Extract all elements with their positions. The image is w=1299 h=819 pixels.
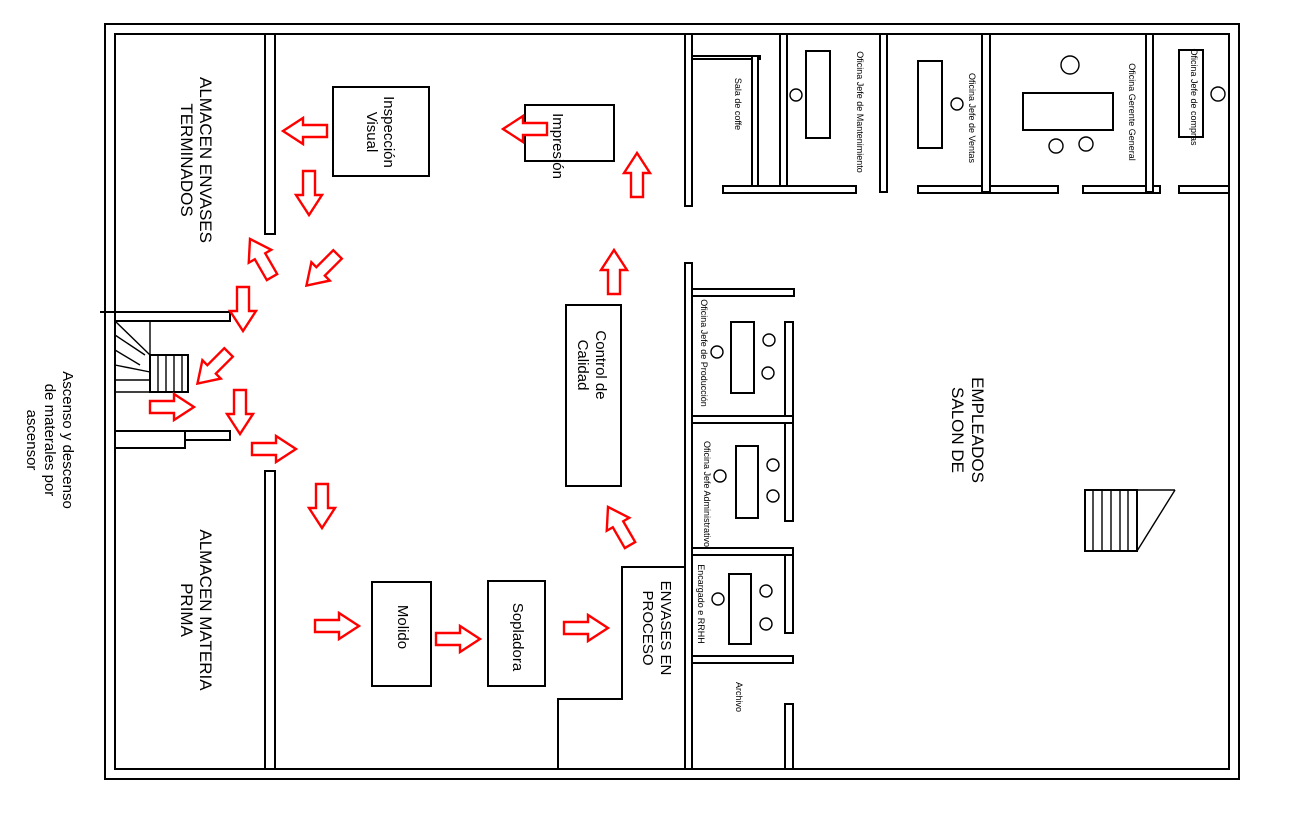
svg-text:ascensor: ascensor xyxy=(23,410,40,471)
impresion-label: Impresión xyxy=(549,113,566,179)
outer-wall xyxy=(104,23,1240,780)
svg-text:Oficina Jefe de compras: Oficina Jefe de compras xyxy=(1189,48,1199,146)
svg-text:PRIMA: PRIMA xyxy=(177,583,196,638)
svg-text:Oficina Gerente General: Oficina Gerente General xyxy=(1127,63,1137,161)
molido-label: Molido xyxy=(394,605,411,649)
svg-text:ENVASES EN: ENVASES EN xyxy=(657,581,674,676)
almacen-envases-label: ALMACEN ENVASES TERMINADOS xyxy=(177,77,215,243)
envases-proceso-walls xyxy=(557,33,693,770)
svg-text:Molido: Molido xyxy=(394,605,411,649)
svg-text:ALMACEN ENVASES: ALMACEN ENVASES xyxy=(196,77,215,243)
svg-text:de materales por: de materales por xyxy=(41,384,58,497)
molido-station xyxy=(371,581,432,687)
sopladora-label: Sopladora xyxy=(509,603,526,672)
flow-arrow xyxy=(247,237,279,282)
salon-empleados-label: SALON DE EMPLEADOS xyxy=(948,377,987,483)
inner-wall xyxy=(114,33,1230,770)
flow-arrow xyxy=(227,285,259,334)
svg-text:Sopladora: Sopladora xyxy=(509,603,526,672)
control-calidad-label: Control de Calidad xyxy=(574,330,609,399)
flow-arrow xyxy=(605,505,637,550)
svg-text:Oficina Jefe de Producción: Oficina Jefe de Producción xyxy=(699,299,709,407)
flow-arrow xyxy=(313,610,362,642)
svg-text:Visual: Visual xyxy=(363,112,380,153)
flow-arrow xyxy=(562,612,611,644)
mantenimiento-label: Oficina Jefe de Mantenimiento xyxy=(855,51,865,173)
svg-text:PROCESO: PROCESO xyxy=(639,590,656,665)
top-offices xyxy=(691,33,1230,194)
svg-text:Oficina Jefe Administrativo: Oficina Jefe Administrativo xyxy=(702,441,712,547)
almacen-materia-label: ALMACEN MATERIA PRIMA xyxy=(177,529,215,691)
partition-wall-lower xyxy=(264,470,276,770)
svg-text:SALON DE: SALON DE xyxy=(948,387,967,473)
flow-arrow xyxy=(434,623,483,655)
middle-offices xyxy=(691,288,795,770)
administrativo-label: Oficina Jefe Administrativo xyxy=(702,441,712,547)
flow-arrow xyxy=(224,388,256,437)
flow-arrow xyxy=(293,169,325,218)
svg-text:Impresión: Impresión xyxy=(549,113,566,179)
flow-arrow xyxy=(621,150,653,199)
flow-arrows xyxy=(148,113,653,655)
flow-arrow xyxy=(195,346,235,386)
svg-text:Calidad: Calidad xyxy=(574,340,591,391)
partition-wall-upper xyxy=(264,33,276,235)
compras-label: Oficina Jefe de compras xyxy=(1189,48,1199,146)
svg-text:EMPLEADOS: EMPLEADOS xyxy=(968,377,987,483)
flow-arrow xyxy=(250,433,299,465)
inspeccion-station xyxy=(332,86,430,177)
svg-text:Control de: Control de xyxy=(592,330,609,399)
produccion-label: Oficina Jefe de Producción xyxy=(699,299,709,407)
rrhh-label: Encargado e RRHH xyxy=(696,564,706,644)
svg-text:Oficina Jefe de Mantenimiento: Oficina Jefe de Mantenimiento xyxy=(855,51,865,173)
svg-text:ALMACEN MATERIA: ALMACEN MATERIA xyxy=(196,529,215,691)
flow-arrow xyxy=(598,247,630,296)
svg-text:Inspección: Inspección xyxy=(380,96,397,168)
salon-stair xyxy=(1084,489,1176,552)
elevator-note: Ascenso y descenso de materales por asce… xyxy=(23,371,76,509)
ventas-label: Oficina Jefe de Ventas xyxy=(967,73,977,164)
flow-arrow xyxy=(304,248,344,288)
envases-proceso-label: ENVASES EN PROCESO xyxy=(639,581,674,676)
sopladora-station xyxy=(487,580,546,687)
svg-text:Encargado e RRHH: Encargado e RRHH xyxy=(696,564,706,644)
svg-text:Sala de coffe: Sala de coffe xyxy=(733,78,743,130)
flow-arrow xyxy=(280,115,329,147)
svg-text:Ascenso y descenso: Ascenso y descenso xyxy=(59,371,76,509)
sala-coffe-label: Sala de coffe xyxy=(733,78,743,130)
elevator-stair xyxy=(100,311,231,449)
flow-arrow xyxy=(500,113,549,145)
inspeccion-label: Inspección Visual xyxy=(363,96,397,168)
svg-text:TERMINADOS: TERMINADOS xyxy=(177,103,196,216)
control-calidad-station xyxy=(565,304,622,487)
svg-text:Archivo: Archivo xyxy=(734,682,744,712)
gerente-label: Oficina Gerente General xyxy=(1127,63,1137,161)
flow-arrow xyxy=(148,391,197,423)
svg-text:Oficina Jefe de Ventas: Oficina Jefe de Ventas xyxy=(967,73,977,164)
flow-arrow xyxy=(306,482,338,531)
archivo-label: Archivo xyxy=(734,682,744,712)
